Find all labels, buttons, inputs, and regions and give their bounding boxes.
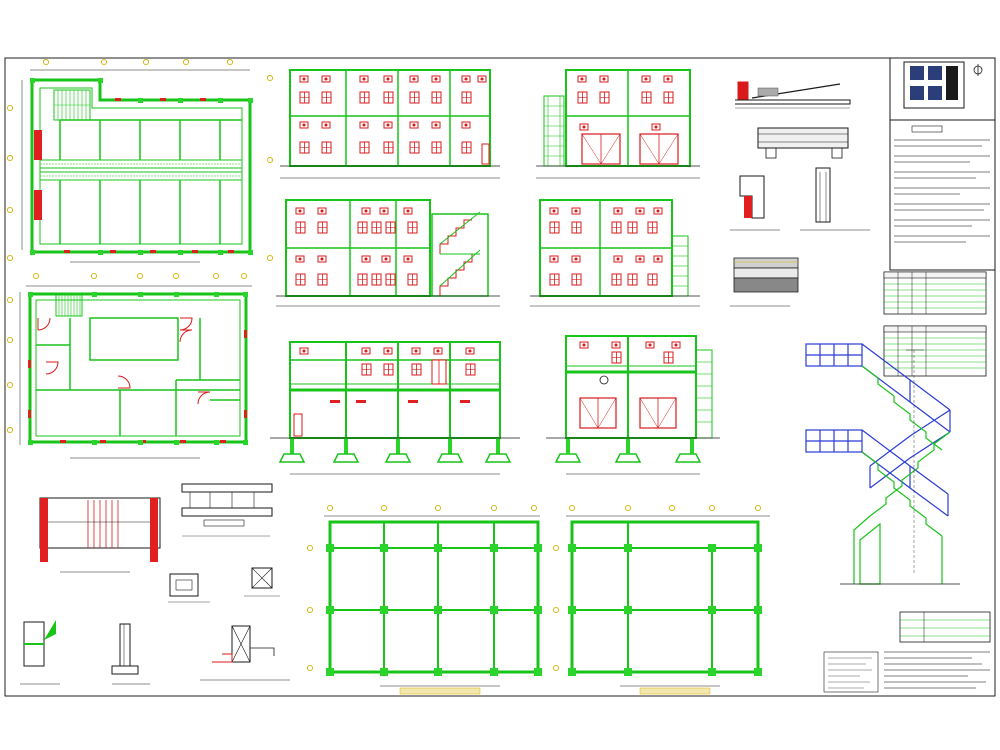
sheet-border xyxy=(4,57,996,697)
column-detail-1 xyxy=(168,573,210,603)
detail-parapet xyxy=(800,167,870,231)
step-joint-detail xyxy=(200,625,290,681)
detail-ramp xyxy=(735,81,851,109)
side-elevation xyxy=(536,69,700,179)
detail-lintel xyxy=(730,175,780,231)
foundation-plan-2 xyxy=(552,504,770,695)
first-floor-plan xyxy=(6,272,252,459)
section-a xyxy=(270,341,520,475)
front-elevation xyxy=(280,69,500,179)
rear-elevation xyxy=(276,199,500,307)
side-elevation-2 xyxy=(530,199,700,307)
key-plan xyxy=(889,57,996,121)
fp2-grid-bubbles xyxy=(552,504,762,672)
fp1-grid-bubbles xyxy=(306,504,538,672)
bottom-notes xyxy=(884,651,990,689)
sill-detail xyxy=(20,620,60,685)
plan2-grid-bubbles xyxy=(6,272,248,434)
wall-footing-detail xyxy=(111,623,150,685)
stair-section-detail xyxy=(39,497,161,573)
section-b xyxy=(546,335,720,475)
detail-slab xyxy=(757,127,849,159)
legend-notes xyxy=(823,651,879,693)
staircase-detail xyxy=(805,343,960,585)
column-detail-2 xyxy=(244,567,280,597)
door-schedule-table xyxy=(883,271,987,315)
ground-floor-plan xyxy=(6,58,274,263)
beam-reinforcement-detail xyxy=(181,483,273,537)
detail-floor-finish xyxy=(730,257,799,307)
drawing-title-block xyxy=(899,611,991,643)
window-schedule-table xyxy=(883,325,987,377)
foundation-plan-1 xyxy=(306,504,542,695)
general-notes-block xyxy=(889,119,996,271)
